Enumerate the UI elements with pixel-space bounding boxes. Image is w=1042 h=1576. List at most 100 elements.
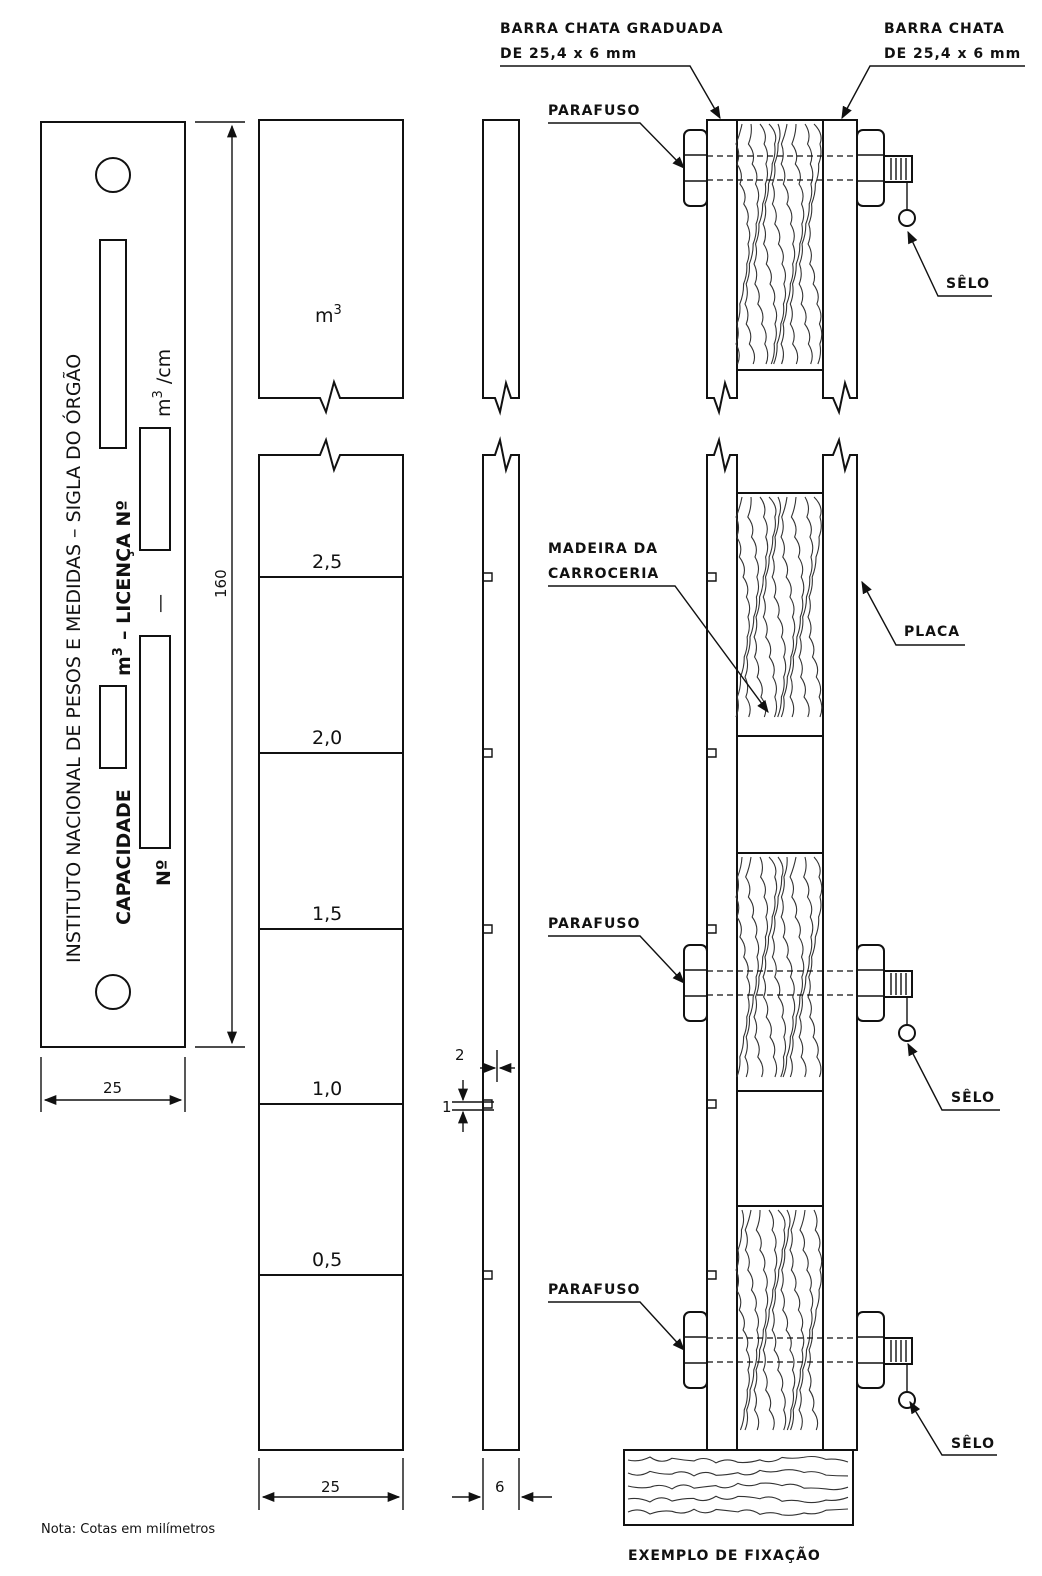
mount-flat-bar-bottom [822, 436, 858, 1451]
plate-m3-label: m3 [111, 647, 135, 676]
plate-outline [40, 121, 186, 1048]
grain-line [798, 856, 814, 1078]
grain-line [762, 496, 778, 718]
grain-line [789, 496, 805, 718]
grain-line [789, 123, 805, 365]
grain-line [753, 856, 769, 1078]
dimension-160: 160 [195, 121, 245, 1048]
grain-line [807, 1209, 823, 1431]
side-notch [483, 1270, 493, 1280]
dimension-bar-thickness: 6 [452, 1458, 552, 1510]
grain-line [771, 1209, 787, 1431]
license-plate: INSTITUTO NACIONAL DE PESOS E MEDIDAS – … [40, 121, 186, 1048]
grain-line [807, 123, 823, 365]
plate-title: INSTITUTO NACIONAL DE PESOS E MEDIDAS – … [61, 354, 85, 963]
grain-line [771, 496, 787, 718]
dimension-bar-width: 25 [258, 1458, 404, 1510]
graduation-label: 2,0 [312, 727, 342, 749]
grain-line [735, 1209, 751, 1431]
bolt-assembly [683, 129, 916, 227]
wood-block-top [736, 119, 824, 371]
bar-unit-label: m3 [315, 303, 342, 327]
wood-grain [627, 123, 849, 1516]
grain-line [789, 856, 805, 1078]
label-madeira-2: CARROCERIA [548, 566, 659, 582]
dim-160-label: 160 [212, 569, 230, 598]
label-barra-graduada-2: DE 25,4 x 6 mm [500, 46, 637, 62]
bar-bottom-segment [258, 436, 404, 1451]
plate-hole-bottom [95, 974, 131, 1010]
callouts: BARRA CHATA GRADUADA DE 25,4 x 6 mm BARR… [500, 21, 1025, 1564]
grain-line [807, 856, 823, 1078]
grain-line [744, 496, 760, 718]
label-selo-1: SÊLO [946, 275, 990, 292]
grain-line [744, 123, 760, 365]
grain-line [780, 496, 796, 718]
base-grain-line [627, 1455, 849, 1464]
graduation-label: 1,0 [312, 1078, 342, 1100]
dimension-plate-width: 25 [40, 1057, 186, 1112]
graduation-marks: 2,5 2,0 1,5 1,0 0,5 [259, 551, 403, 1276]
mount-notch [707, 1099, 717, 1109]
bar-side-view [482, 119, 520, 1451]
label-exemplo-fixacao: EXEMPLO DE FIXAÇÃO [628, 1547, 821, 1564]
base-grain-line [627, 1495, 849, 1504]
mount-graduated-bar-bottom [706, 436, 738, 1451]
side-notch [483, 748, 493, 758]
grain-line [753, 123, 769, 365]
mount-graduated-bar-top [706, 119, 738, 416]
side-notch [483, 572, 493, 582]
plate-hole-top [95, 157, 131, 193]
grain-line [771, 856, 787, 1078]
mount-flat-bar-top [822, 119, 858, 416]
base-timber [623, 1449, 854, 1526]
label-selo-2: SÊLO [951, 1089, 995, 1106]
mount-notch [707, 748, 717, 758]
dim-plate-width-label: 25 [103, 1079, 122, 1097]
dim-notch-height-label: 1 [442, 1098, 452, 1116]
grain-line [735, 496, 751, 718]
mounting-example [623, 119, 858, 1526]
grain-line [753, 1209, 769, 1431]
graduation-label: 2,5 [312, 551, 342, 573]
grain-line [735, 856, 751, 1078]
graduation-label: 0,5 [312, 1249, 342, 1271]
side-notches [483, 572, 717, 1280]
dim-bar-width-label: 25 [321, 1478, 340, 1496]
grain-line [780, 123, 796, 365]
mount-notch [707, 572, 717, 582]
side-bottom-segment [482, 436, 520, 1451]
mount-notch [707, 924, 717, 934]
grain-line [798, 496, 814, 718]
label-parafuso-1: PARAFUSO [548, 103, 640, 119]
plate-capacidade-label: CAPACIDADE [113, 789, 135, 925]
mount-notch [707, 1270, 717, 1280]
grain-line [744, 856, 760, 1078]
grain-line [780, 1209, 796, 1431]
dim-notch-depth-label: 2 [455, 1046, 465, 1064]
notch-dimensions: 2 1 [442, 1046, 515, 1132]
label-barra-chata-1: BARRA CHATA [884, 21, 1005, 37]
plate-rate-box [139, 427, 171, 551]
plate-numero-box [139, 635, 171, 849]
side-notch [483, 924, 493, 934]
grain-line [789, 1209, 805, 1431]
graduation-label: 1,5 [312, 903, 342, 925]
plate-numero-label: Nº [153, 859, 175, 886]
wood-block-3 [736, 852, 824, 1092]
base-grain-line [627, 1469, 849, 1477]
bolts [683, 129, 916, 1409]
label-barra-graduada-1: BARRA CHATA GRADUADA [500, 21, 724, 37]
grain-line [807, 496, 823, 718]
note-units: Nota: Cotas em milímetros [41, 1522, 215, 1537]
dim-bar-thickness-label: 6 [495, 1478, 505, 1496]
grain-line [798, 123, 814, 365]
grain-line [762, 123, 778, 365]
bar-top-segment [258, 119, 404, 416]
plate-capacidade-box [99, 685, 127, 769]
grain-line [744, 1209, 760, 1431]
bolt-assembly [683, 944, 916, 1042]
label-parafuso-3: PARAFUSO [548, 1282, 640, 1298]
label-madeira-1: MADEIRA DA [548, 541, 658, 557]
